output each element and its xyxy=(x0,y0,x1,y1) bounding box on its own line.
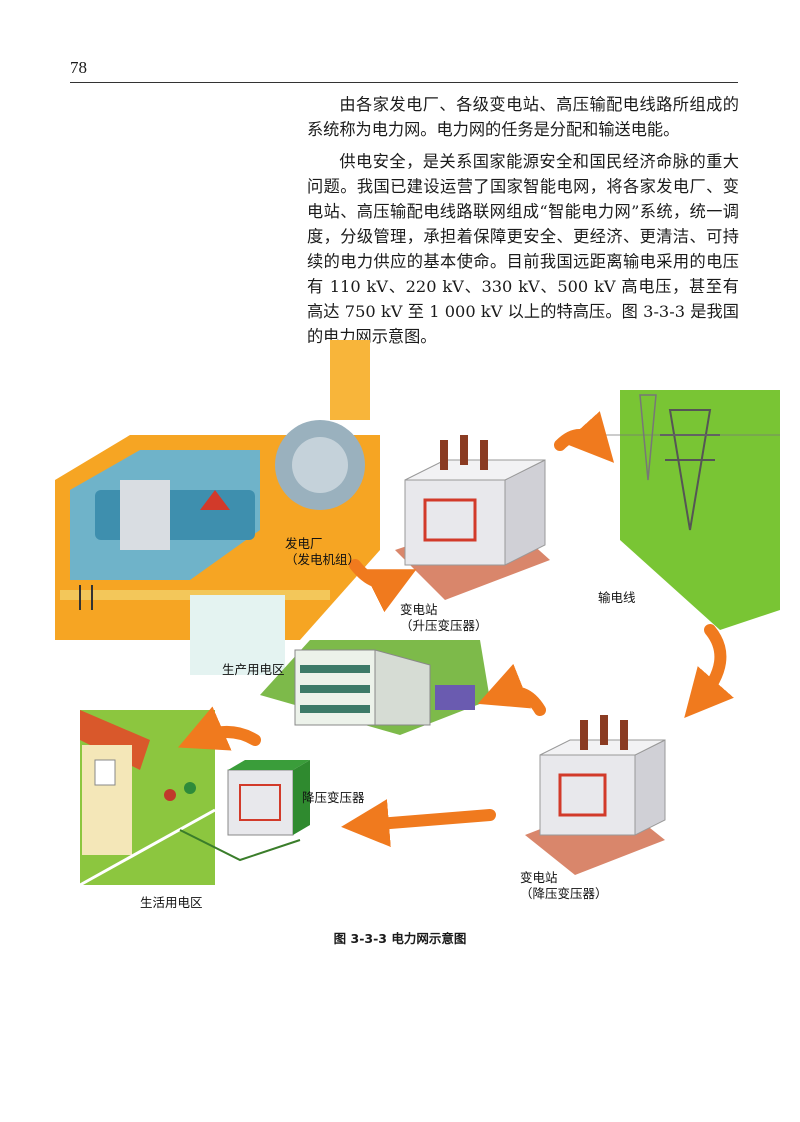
arrow-step-down-to-industrial xyxy=(477,663,546,716)
arrow-line-to-step-down xyxy=(684,624,734,719)
transmission-line-illustration xyxy=(600,390,780,630)
header-rule xyxy=(70,82,738,83)
label-step-up-station-title: 变电站 xyxy=(400,602,438,617)
label-power-plant: 发电厂 （发电机组） xyxy=(285,536,360,568)
label-step-down-station-sub: （降压变压器） xyxy=(520,886,608,901)
arrow-transformer-to-residential xyxy=(177,706,261,751)
arrow-substation-to-line xyxy=(554,411,615,463)
step-down-transformer-illustration xyxy=(227,760,310,836)
label-residential-area: 生活用电区 xyxy=(140,895,203,910)
step-up-substation-illustration xyxy=(395,435,550,600)
power-plant-illustration xyxy=(55,340,380,675)
flow-arrows xyxy=(177,411,734,848)
paragraph-2: 供电安全，是关系国家能源安全和国民经济命脉的重大问题。我国已建设运营了国家智能电… xyxy=(307,152,739,346)
step-down-substation-illustration xyxy=(525,715,666,875)
arrow-step-down-to-transformer xyxy=(341,799,496,848)
power-grid-figure: 发电厂 （发电机组） 变电站 （升压变压器） 输电线 生产用电区 降压变压器 变… xyxy=(0,340,800,940)
label-step-down-station-title: 变电站 xyxy=(520,870,558,885)
page-number: 78 xyxy=(70,58,87,77)
label-power-plant-sub: （发电机组） xyxy=(285,552,361,567)
label-step-up-station-sub: （升压变压器） xyxy=(400,618,488,633)
label-transmission-line: 输电线 xyxy=(598,590,636,605)
figure-caption: 图 3-3-3 电力网示意图 xyxy=(333,931,467,946)
label-step-down-station: 变电站 （降压变压器） xyxy=(520,870,608,902)
label-power-plant-title: 发电厂 xyxy=(285,536,323,551)
power-grid-illustration xyxy=(55,340,780,887)
arrow-plant-to-substation xyxy=(349,559,417,613)
paragraph-1: 由各家发电厂、各级变电站、高压输配电线路所组成的系统称为电力网。电力网的任务是分… xyxy=(307,95,739,139)
body-text: 由各家发电厂、各级变电站、高压输配电线路所组成的系统称为电力网。电力网的任务是分… xyxy=(307,92,739,356)
industrial-area-illustration xyxy=(260,640,490,735)
label-step-down-transformer: 降压变压器 xyxy=(302,790,365,805)
label-step-up-station: 变电站 （升压变压器） xyxy=(400,602,488,634)
label-industrial-area: 生产用电区 xyxy=(222,662,285,677)
